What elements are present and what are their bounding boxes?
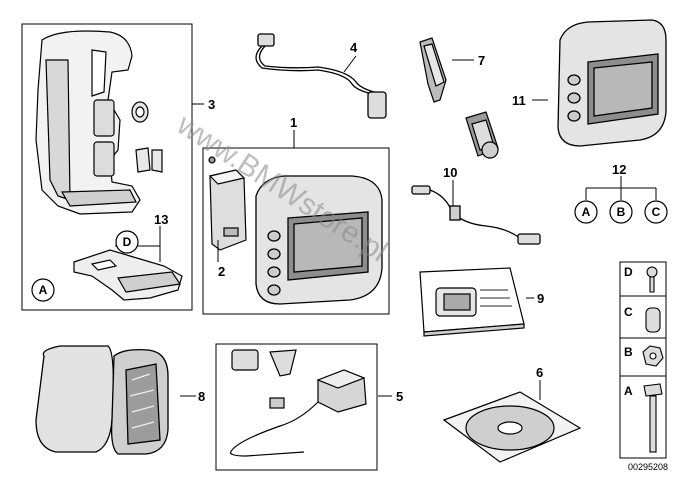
callout-letter-b: B [617, 205, 626, 219]
part-number-2: 2 [218, 264, 225, 279]
part-number-11: 11 [512, 93, 526, 108]
mount-group-frame [21, 23, 193, 311]
callout-circle-b [609, 200, 633, 224]
battery-drawing [208, 156, 247, 251]
hardware-frame [619, 261, 667, 459]
part-number-4: 4 [350, 40, 358, 55]
navigator-unit-drawing [255, 175, 383, 305]
callout-letter-d: D [123, 235, 132, 249]
part-number-6: 6 [536, 365, 543, 380]
callout-circle-a-mount [31, 278, 55, 302]
part-number-3: 3 [208, 97, 215, 112]
navigator-unit-alt-drawing [557, 19, 667, 147]
navigator-group-frame [202, 147, 390, 315]
part-number-5: 5 [396, 389, 403, 404]
cradle-mount-drawing [35, 30, 163, 215]
hardware-drawing [642, 266, 664, 453]
hardware-label-b: B [624, 345, 633, 359]
part-number-1: 1 [290, 115, 297, 130]
part-number-13: 13 [154, 212, 168, 227]
part-number-8: 8 [198, 389, 205, 404]
callout-letter-a-mount: A [39, 283, 48, 297]
part-number-10: 10 [443, 165, 457, 180]
cd-disc-drawing [442, 391, 582, 463]
callout-circle-d [115, 230, 139, 254]
hardware-label-d: D [624, 265, 633, 279]
data-cable-drawing [411, 185, 541, 245]
callout-letter-a: A [582, 205, 591, 219]
base-plate-drawing [73, 249, 183, 301]
callout-circle-c [644, 200, 668, 224]
hardware-label-a: A [624, 384, 633, 398]
part-number-7: 7 [478, 53, 485, 68]
stylus-pen-drawing [419, 37, 499, 159]
callout-circle-a [574, 200, 598, 224]
charger-drawing [230, 349, 367, 457]
part-number-9: 9 [537, 291, 544, 306]
callout-letter-c: C [652, 205, 661, 219]
manual-booklet-drawing [419, 267, 525, 337]
part-number-12: 12 [612, 162, 626, 177]
hardware-label-c: C [624, 305, 633, 319]
reference-code: 00295208 [628, 462, 668, 472]
charger-group-frame [215, 343, 378, 471]
carrying-case-drawing [35, 345, 169, 455]
cable-harness-drawing [255, 33, 387, 119]
